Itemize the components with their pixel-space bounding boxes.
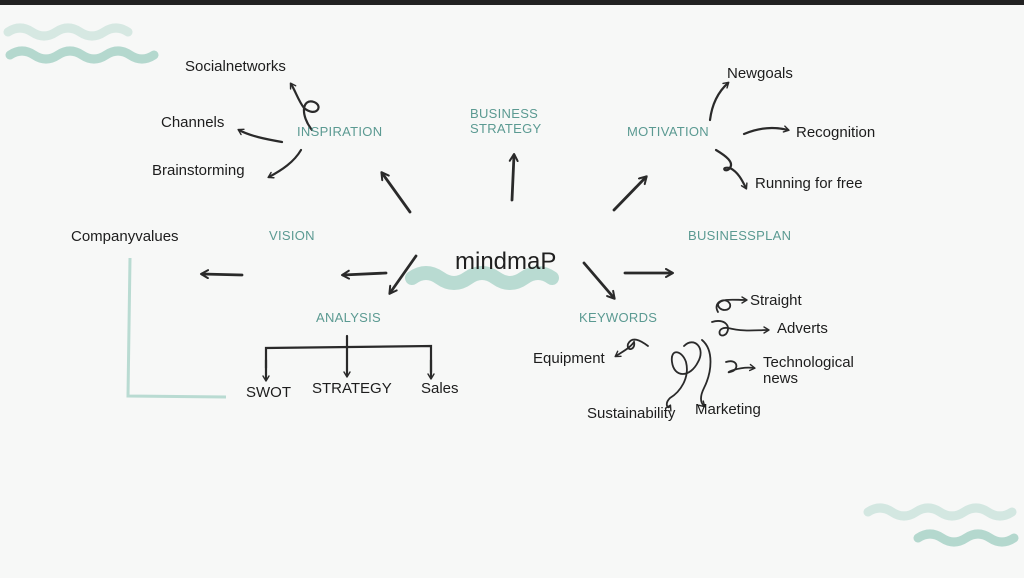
item-companyvalues: Companyvalues xyxy=(71,228,179,245)
item-straight: Straight xyxy=(750,292,802,309)
category-vision: VISION xyxy=(269,228,315,243)
category-business-strategy-line2: STRATEGY xyxy=(470,121,542,136)
center-arrows xyxy=(200,153,674,300)
wave-decoration-top-left xyxy=(3,23,159,64)
item-newgoals: Newgoals xyxy=(727,65,793,82)
item-brainstorming: Brainstorming xyxy=(152,162,245,179)
item-strategy: STRATEGY xyxy=(312,380,392,397)
item-marketing: Marketing xyxy=(695,401,761,418)
vision-guide-line xyxy=(126,257,227,399)
top-border xyxy=(0,0,1024,5)
item-technological-news: Technological news xyxy=(763,355,854,387)
item-technological-news-line1: Technological xyxy=(763,354,854,371)
item-socialnetworks: Socialnetworks xyxy=(185,58,286,75)
item-recognition: Recognition xyxy=(796,124,876,141)
category-motivation: MOTIVATION xyxy=(627,124,709,139)
motivation-arrows xyxy=(708,81,790,190)
wave-decoration-bottom-right xyxy=(863,503,1019,547)
item-equipment: Equipment xyxy=(533,350,605,367)
analysis-bracket xyxy=(262,334,435,382)
category-keywords: KEYWORDS xyxy=(579,310,658,325)
item-running-for-free: Running for free xyxy=(755,175,863,192)
item-channels: Channels xyxy=(161,114,225,131)
keyword-arrows xyxy=(614,296,770,412)
center-node: mindmaP xyxy=(455,248,557,275)
category-inspiration: INSPIRATION xyxy=(297,124,383,139)
item-adverts: Adverts xyxy=(777,320,828,337)
category-business-strategy: BUSINESS STRATEGY xyxy=(470,106,542,136)
item-sustainability: Sustainability xyxy=(587,405,676,422)
category-business-strategy-line1: BUSINESS xyxy=(470,106,539,121)
item-technological-news-line2: news xyxy=(763,370,799,387)
category-analysis: ANALYSIS xyxy=(316,310,382,325)
item-swot: SWOT xyxy=(246,384,291,401)
wave-decoration-center xyxy=(405,266,559,290)
inspiration-arrows xyxy=(237,82,320,179)
category-businessplan: BUSINESSPLAN xyxy=(688,228,792,243)
item-sales: Sales xyxy=(421,380,459,397)
